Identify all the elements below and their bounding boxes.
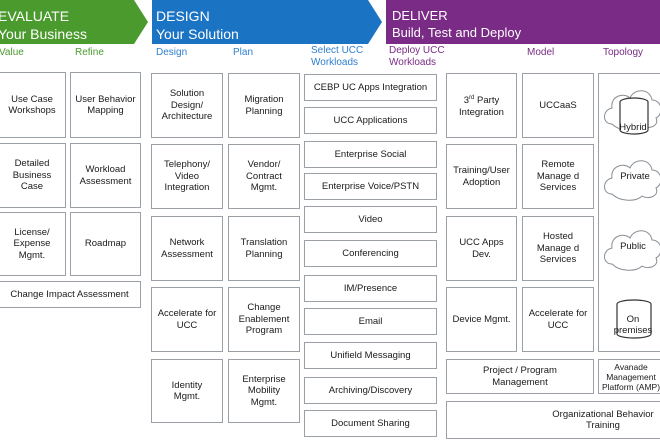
on-premises-label: On premises (613, 314, 653, 336)
detailed-business-case: Detailed Business Case (0, 143, 66, 208)
archiving-discovery: Archiving/Discovery (304, 377, 437, 404)
device-mgmt: Device Mgmt. (446, 287, 517, 352)
change-enablement-program: Change Enablement Program (228, 287, 300, 352)
ucc-apps-dev: UCC Apps Dev. (446, 216, 517, 281)
deliver-banner-bar (386, 0, 660, 44)
design-subtitle: Your Solution (156, 26, 239, 42)
license-expense-mgmt: License/ Expense Mgmt. (0, 212, 66, 276)
hybrid-label: Hybrid (619, 122, 647, 133)
workload-assessment: Workload Assessment (70, 143, 141, 208)
col-header-design: Design (156, 47, 188, 58)
evaluate-banner: EVALUATE Your Business (0, 0, 150, 44)
col-header-deploy-ucc: Deploy UCC Workloads (389, 45, 445, 68)
unifield-messaging: Unifield Messaging (304, 342, 437, 369)
enterprise-voice-pstn: Enterprise Voice/PSTN (304, 173, 437, 200)
public-cloud-icon (604, 230, 660, 271)
email: Email (304, 308, 437, 335)
conferencing: Conferencing (304, 240, 437, 267)
evaluate-banner-arrow (0, 0, 148, 44)
use-case-workshops: Use Case Workshops (0, 72, 66, 138)
public-label: Public (620, 241, 646, 252)
document-sharing: Document Sharing (304, 410, 437, 437)
public-item: Public (602, 220, 660, 274)
col-header-topology: Topology (603, 47, 644, 58)
network-assessment: Network Assessment (151, 216, 223, 281)
design-banner-arrow (152, 0, 382, 44)
evaluate-title: EVALUATE (0, 8, 70, 24)
avanade-management-platform: Avanade Management Platform (AMP) (598, 359, 660, 394)
ucc-applications: UCC Applications (304, 107, 437, 134)
private-label: Private (620, 171, 650, 182)
change-impact-assessment: Change Impact Assessment (0, 281, 141, 308)
identity-mgmt: Identity Mgmt. (151, 359, 223, 423)
deliver-banner: DELIVER Build, Test and Deploy (386, 0, 660, 44)
evaluate-subtitle: Your Business (0, 26, 87, 42)
col-header-model: Model (527, 47, 555, 58)
cebp-uc-apps-integration: CEBP UC Apps Integration (304, 74, 437, 101)
private-item: Private (602, 150, 660, 204)
uccaas: UCCaaS (522, 73, 594, 138)
private-cloud-icon (604, 160, 660, 201)
third-party-line1: 3rd Party (463, 94, 500, 107)
deliver-subtitle: Build, Test and Deploy (392, 25, 522, 40)
on-premises-item: On premises (602, 294, 660, 350)
third-party-superscript: rd (469, 94, 475, 101)
im-presence: IM/Presence (304, 275, 437, 302)
telephony-video-integration: Telephony/ Video Integration (151, 144, 223, 209)
translation-planning: Translation Planning (228, 216, 300, 281)
enterprise-mobility-mgmt: Enterprise Mobility Mgmt. (228, 359, 300, 423)
training-user-adoption: Training/User Adoption (446, 144, 517, 209)
user-behavior-mapping: User Behavior Mapping (70, 72, 141, 138)
hybrid-database-icon (619, 97, 649, 135)
third-party-line2: Integration (459, 106, 504, 118)
hosted-managed-services: Hosted Manage d Services (522, 216, 594, 281)
design-title: DESIGN (156, 8, 210, 24)
accelerate-for-ucc-design: Accelerate for UCC (151, 287, 223, 352)
design-banner: DESIGN Your Solution (152, 0, 384, 44)
vendor-contract-mgmt: Vendor/ Contract Mgmt. (228, 144, 300, 209)
remote-managed-services: Remote Manage d Services (522, 144, 594, 209)
third-party-integration: 3rd Party Integration (446, 73, 517, 138)
deliver-title: DELIVER (392, 8, 448, 23)
col-header-plan: Plan (233, 47, 254, 58)
project-program-management: Project / Program Management (446, 359, 594, 394)
accelerate-for-ucc-model: Accelerate for UCC (522, 287, 594, 352)
migration-planning: Migration Planning (228, 73, 300, 138)
organizational-behavior-label: Organizational Behavior Training (552, 408, 654, 432)
col-header-value: Value (0, 47, 24, 58)
hybrid-item: Hybrid (602, 78, 660, 140)
enterprise-social: Enterprise Social (304, 141, 437, 168)
solution-design-architecture: Solution Design/ Architecture (151, 73, 223, 138)
video: Video (304, 206, 437, 233)
on-premises-database-icon (616, 299, 652, 339)
roadmap: Roadmap (70, 212, 141, 276)
organizational-behavior-training: Organizational Behavior Training (446, 401, 660, 439)
col-header-refine: Refine (75, 47, 104, 58)
col-header-select-ucc: Select UCC Workloads (311, 45, 364, 68)
